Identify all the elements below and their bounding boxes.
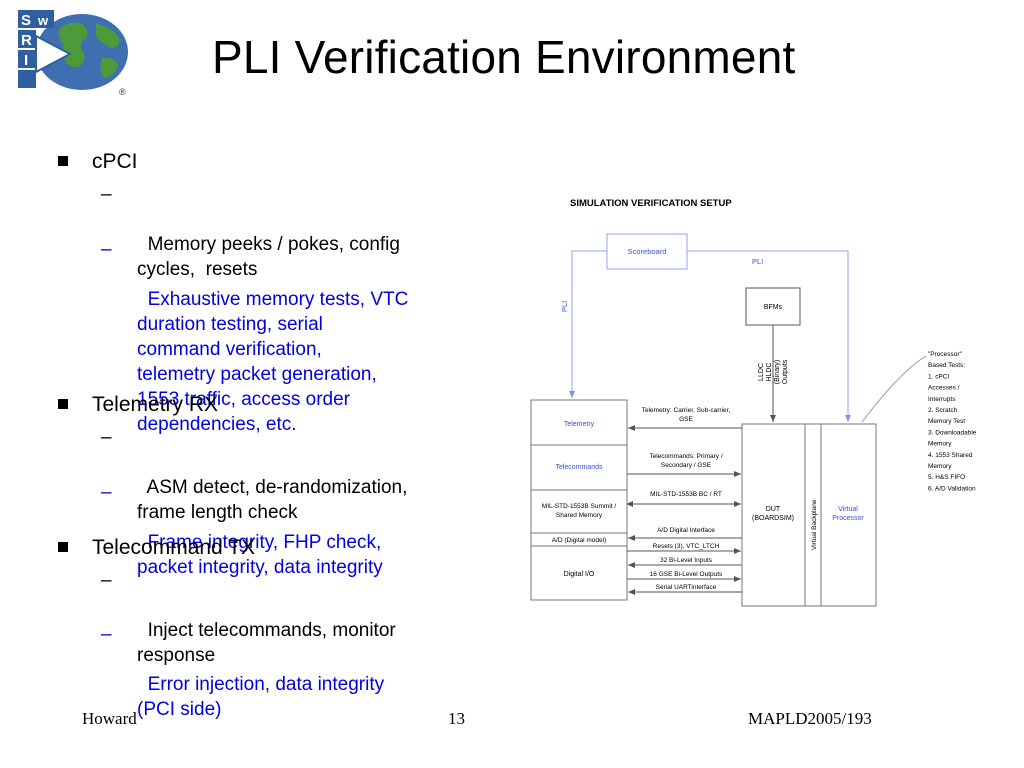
signal-label: 16 GSE Bi-Level Outputs [650,571,723,578]
signal-label: 32 Bi-Level Inputs [660,557,713,564]
virtual-backplane-label: Virtual Backplane [811,499,818,550]
signal-label: Serial UARTinterface [656,584,717,591]
sub-bullet-text: Frame integrity, FHP check, packet integ… [137,532,383,578]
processor-tests-line: Based Tests: [928,362,965,369]
mil-std-block-line: MIL-STD-1553B Summit / [542,503,617,510]
pli-top-label: PLI [752,257,763,266]
processor-tests-line: Memory [928,463,952,470]
diagram-title: SIMULATION VERIFICATION SETUP [570,198,732,209]
telemetry-block: Telemetry [564,421,595,428]
lldc-line: LLDC [758,363,765,381]
footer-author: Howard [82,709,137,728]
svg-text:w: w [37,13,49,28]
digital-io-block: Digital I/O [564,571,595,578]
square-bullet-icon [58,156,68,166]
processor-tests-line: Memory Test [928,418,965,425]
registered-mark: ® [119,87,126,96]
sub-bullet-text: Inject telecommands, monitor response [137,620,396,666]
dash-icon: – [101,239,112,260]
bullet-telemetry-rx: Telemetry RX [58,393,219,417]
signal-label: Telecommands: Primary / [649,453,723,460]
dut-label-line: (BOARDSIM) [752,515,794,522]
dut-label: DUT (BOARDSIM) [752,506,794,522]
square-bullet-icon [58,399,68,409]
mil-std-block-line: Shared Memory [556,512,603,519]
dash-icon: – [101,624,112,645]
processor-tests-line: 6. A/D Validation [928,485,976,492]
virtual-processor-line: Virtual [838,506,858,513]
sub-bullet-text: Exhaustive memory tests, VTC duration te… [137,289,409,435]
signal-label: Secondary / GSE [661,462,712,469]
sub-bullet-text: ASM detect, de-randomization, frame leng… [137,477,408,523]
sub-bullet: – Frame integrity, FHP check, packet int… [101,480,383,580]
sub-bullet: – Error injection, data integrity (PCI s… [101,622,385,722]
sub-bullet: – Memory peeks / pokes, config cycles, r… [101,182,400,282]
processor-tests-line: 4. 1553 Shared [928,452,973,459]
processor-tests-line: 1. cPCI [928,373,950,380]
bullet-label: Telecommand TX [92,536,256,559]
bullet-label: Telemetry RX [92,393,219,416]
dut-label-line: DUT [766,506,781,513]
callout-line [861,355,927,423]
dash-icon: – [101,570,112,591]
signal-label: A/D Digital Interface [657,527,715,534]
svg-text:R: R [21,32,32,49]
dash-icon: – [101,482,112,503]
processor-tests-line: Accesses / [928,385,960,392]
footer-page-number: 13 [448,709,465,728]
scoreboard-box [606,233,688,270]
sub-bullet: – Inject telecommands, monitor response [101,568,396,668]
ad-digital-block: A/D (Digital model) [552,537,607,544]
swri-logo: S w R I ® [8,6,130,97]
mil-std-block: MIL-STD-1553B Summit / Shared Memory [542,503,617,519]
processor-tests-line: Interrupts [928,396,956,403]
sub-bullet-text: Memory peeks / pokes, config cycles, res… [137,234,400,280]
svg-text:I: I [24,52,28,69]
signal-label: MIL-STD-1553B BC / RT [650,491,722,498]
sub-bullet: – ASM detect, de-randomization, frame le… [101,425,408,525]
square-bullet-icon [58,542,68,552]
footer-event: MAPLD2005/193 [748,709,872,728]
processor-tests-line: Memory [928,441,952,448]
bullet-cpci: cPCI [58,150,138,174]
sub-bullet: – Exhaustive memory tests, VTC duration … [101,237,409,437]
scoreboard-label: Scoreboard [628,247,667,256]
telecommands-block: Telecommands [555,464,603,471]
test-bench-column [530,399,628,601]
dut-assembly [741,423,877,607]
svg-text:S: S [21,12,31,29]
dash-icon: – [101,184,112,205]
pli-left-label: PLI [560,301,569,312]
signal-label: Resets (3), VTC_LTCH [653,543,720,550]
pli-left-arrow [569,250,607,398]
dash-icon: – [101,427,112,448]
processor-tests-line: 3. Downloadable [928,429,977,436]
processor-tests-note: "Processor" Based Tests: 1. cPCI Accesses /… [928,351,977,492]
bullet-label: cPCI [92,150,138,173]
lldc-line: (Binary) [774,360,781,385]
signal-label: Telemetry: Carrier, Sub-carrier, [642,407,731,414]
slide-title: PLI Verification Environment [212,31,796,83]
signal-label: GSE [679,416,693,423]
processor-tests-line: 5. H&S FIFO [928,474,965,481]
virtual-processor-line: Processor [832,515,864,522]
processor-tests-line: "Processor" [928,351,963,358]
bfms-label: BFMs [764,304,783,311]
pli-right-arrow [687,250,851,422]
bullet-telecommand-tx: Telecommand TX [58,536,256,560]
processor-tests-line: 2. Scratch [928,407,958,414]
lldc-line: Outputs [782,359,789,384]
sub-bullet-text: Error injection, data integrity (PCI sid… [137,674,385,720]
signal-arrows: Telemetry: Carrier, Sub-carrier, GSE Telec… [626,407,742,595]
lldc-line: HLDC [766,362,773,381]
